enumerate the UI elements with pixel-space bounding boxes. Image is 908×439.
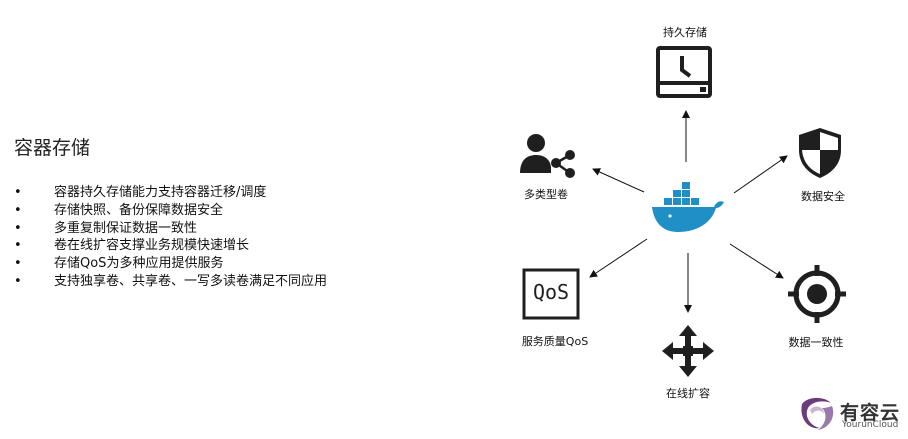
expand-arrows-icon <box>661 324 715 382</box>
list-item: •卷在线扩容支撑业务规模快速增长 <box>14 238 250 254</box>
arrow-to-consistency <box>729 243 784 279</box>
node-label-qos: 服务质量QoS <box>521 335 589 348</box>
section-title: 容器存储 <box>14 137 91 159</box>
docker-whale-icon <box>648 180 726 240</box>
drive-clock-icon <box>656 46 712 102</box>
yourun-logo-icon <box>798 394 836 436</box>
arrow-to-security <box>733 155 788 194</box>
list-item: •多重复制保证数据一致性 <box>14 220 198 236</box>
list-item: •容器持久存储能力支持容器迁移/调度 <box>14 185 267 200</box>
list-item: •存储QoS为多种应用提供服务 <box>14 256 224 272</box>
node-label-consistency: 数据一致性 <box>788 336 844 349</box>
feature-list: •容器持久存储能力支持容器迁移/调度 •存储快照、备份保障数据安全 •多重复制保… <box>14 184 327 291</box>
node-label-persistent: 持久存储 <box>663 26 707 39</box>
arrow-to-qos <box>589 238 648 278</box>
target-icon <box>787 264 847 328</box>
arrow-to-multi-volume <box>592 168 645 193</box>
list-item: •存储快照、备份保障数据安全 <box>14 202 224 218</box>
node-label-multi-volume: 多类型卷 <box>524 188 568 201</box>
node-label-security: 数据安全 <box>801 190 845 203</box>
list-item: •支持独享卷、共享卷、一写多读卷满足不同应用 <box>14 273 328 289</box>
logo-name: 有容云 <box>840 402 901 424</box>
qos-box-icon: QoS <box>522 268 580 324</box>
qos-box-text: QoS <box>532 280 570 304</box>
node-label-expand: 在线扩容 <box>666 387 710 400</box>
logo-subtitle: YourunCloud <box>842 420 899 430</box>
user-share-icon <box>518 133 576 183</box>
shield-icon <box>797 126 843 184</box>
